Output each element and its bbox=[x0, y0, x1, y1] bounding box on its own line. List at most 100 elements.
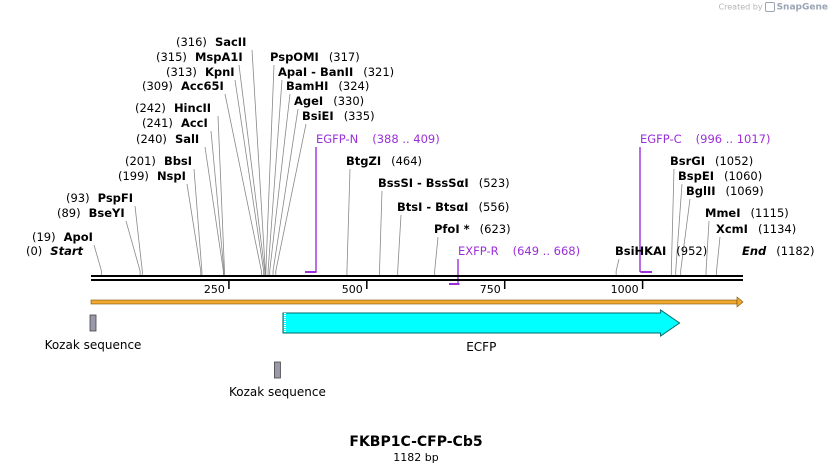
site-position: (199) bbox=[118, 169, 149, 183]
primer-name: EGFP-C bbox=[640, 132, 682, 146]
site-connector-line bbox=[210, 130, 225, 275]
orf-bar bbox=[90, 299, 738, 305]
site-connector-line bbox=[397, 214, 402, 275]
tick-label: 1000 bbox=[611, 283, 639, 296]
site-position: (1115) bbox=[751, 206, 789, 220]
restriction-site: (93) PspFI bbox=[66, 191, 133, 205]
feature-label: ECFP bbox=[466, 340, 496, 354]
site-position: (335) bbox=[344, 109, 375, 123]
site-label: BtgZI (464) bbox=[346, 154, 422, 168]
primer: EGFP-N(388 .. 409) bbox=[305, 132, 440, 273]
site-connector-line bbox=[434, 236, 439, 275]
restriction-site: (316) SacII bbox=[176, 35, 246, 49]
site-name: BseYI bbox=[89, 206, 125, 220]
site-name: MmeI bbox=[705, 206, 741, 220]
site-name: BsiHKAI bbox=[615, 244, 666, 258]
restriction-site: (242)HincII bbox=[135, 101, 211, 115]
site-connector-line bbox=[675, 183, 683, 275]
site-position: (315) bbox=[156, 50, 187, 64]
site-label: BsrGI(1052) bbox=[670, 154, 753, 168]
restriction-site: (240) SalI bbox=[136, 132, 199, 146]
site-name: NspI bbox=[157, 169, 186, 183]
site-label: End(1182) bbox=[742, 244, 815, 258]
sequence-backbone bbox=[91, 275, 743, 281]
site-position: (324) bbox=[338, 79, 369, 93]
feature-box bbox=[274, 361, 281, 379]
site-name: BtsI - BtsαI bbox=[397, 200, 468, 214]
primer-annotations: EGFP-N(388 .. 409) EXFP-R(649 .. 668) EGFP… bbox=[305, 132, 770, 285]
primer: EGFP-C(996 .. 1017) bbox=[639, 132, 770, 273]
site-position: (623) bbox=[480, 222, 511, 236]
site-connector-line bbox=[251, 49, 266, 275]
primer-label: EXFP-R(649 .. 668) bbox=[458, 244, 580, 258]
site-connector-line bbox=[224, 93, 262, 275]
site-label: (242)HincII bbox=[135, 101, 211, 115]
site-name: KpnI bbox=[205, 65, 235, 79]
site-name: BglII bbox=[686, 184, 716, 198]
site-label: (0)Start bbox=[26, 244, 84, 258]
credit-prefix: Created by bbox=[718, 2, 763, 12]
site-position: (316) bbox=[176, 35, 207, 49]
site-connector-line bbox=[680, 198, 691, 275]
restriction-site: PfoI * (623) bbox=[434, 222, 511, 236]
site-label: PspOMI(317) bbox=[270, 50, 360, 64]
restriction-site: BtsI - BtsαI(556) bbox=[397, 200, 509, 214]
site-connector-line bbox=[93, 244, 102, 275]
restriction-site: BsiHKAI(952) bbox=[615, 244, 707, 258]
site-label: (315)MspA1I bbox=[156, 50, 243, 64]
site-connector-line bbox=[238, 64, 266, 275]
site-position: (241) bbox=[142, 116, 173, 130]
primer-label: EGFP-C(996 .. 1017) bbox=[640, 132, 770, 146]
site-position: (1134) bbox=[758, 222, 796, 236]
site-position: (93) bbox=[66, 191, 90, 205]
site-name: HincII bbox=[174, 101, 211, 115]
restriction-site: BglII(1069) bbox=[686, 184, 764, 198]
restriction-site: BsrGI(1052) bbox=[670, 154, 753, 168]
site-name: SacII bbox=[215, 35, 246, 49]
restriction-site: BssSI - BssSαI(523) bbox=[378, 176, 510, 190]
feature: Kozak sequence bbox=[229, 361, 326, 399]
site-name: PfoI * bbox=[434, 222, 470, 236]
site-label: (89)BseYI bbox=[57, 206, 125, 220]
restriction-site: (309)Acc65I bbox=[142, 79, 224, 93]
site-name: BtgZI bbox=[346, 154, 381, 168]
site-label: BspEI(1060) bbox=[678, 169, 762, 183]
site-name: AgeI bbox=[294, 94, 323, 108]
site-name: BssSI - BssSαI bbox=[378, 176, 469, 190]
site-label: PfoI * (623) bbox=[434, 222, 511, 236]
site-connector-line bbox=[186, 183, 202, 275]
tick-label: 750 bbox=[480, 283, 501, 296]
site-name: SalI bbox=[175, 132, 199, 146]
restriction-site: (313)KpnI bbox=[166, 65, 235, 79]
snapgene-credit: Created by SnapGene bbox=[719, 2, 828, 13]
site-connector-line bbox=[265, 64, 275, 275]
restriction-site: MmeI (1115) bbox=[705, 206, 789, 220]
site-name: BspEI bbox=[678, 169, 714, 183]
site-label: BsiHKAI(952) bbox=[615, 244, 707, 258]
site-label: MmeI (1115) bbox=[705, 206, 789, 220]
restriction-site: (19)ApoI bbox=[32, 230, 93, 244]
site-name: BsrGI bbox=[670, 154, 705, 168]
site-position: (240) bbox=[136, 132, 167, 146]
site-connector-line bbox=[193, 168, 203, 275]
site-lines bbox=[93, 49, 721, 275]
site-position: (321) bbox=[363, 65, 394, 79]
restriction-site: (315)MspA1I bbox=[156, 50, 243, 64]
feature-label: Kozak sequence bbox=[45, 338, 142, 352]
site-name: Start bbox=[50, 244, 83, 258]
credit-brand: SnapGene bbox=[776, 2, 828, 13]
site-connector-line bbox=[125, 220, 141, 275]
site-connector-line bbox=[379, 190, 383, 275]
site-connector-line bbox=[204, 146, 224, 275]
site-connector-line bbox=[217, 115, 225, 275]
site-name: PspFI bbox=[98, 191, 133, 205]
site-name: BsiEI bbox=[302, 109, 334, 123]
restriction-site: BtgZI (464) bbox=[346, 154, 422, 168]
site-label: BsiEI (335) bbox=[302, 109, 375, 123]
site-position: (464) bbox=[391, 154, 422, 168]
site-label: (241)AccI bbox=[142, 116, 208, 130]
restriction-site: (201)BbsI bbox=[125, 154, 192, 168]
